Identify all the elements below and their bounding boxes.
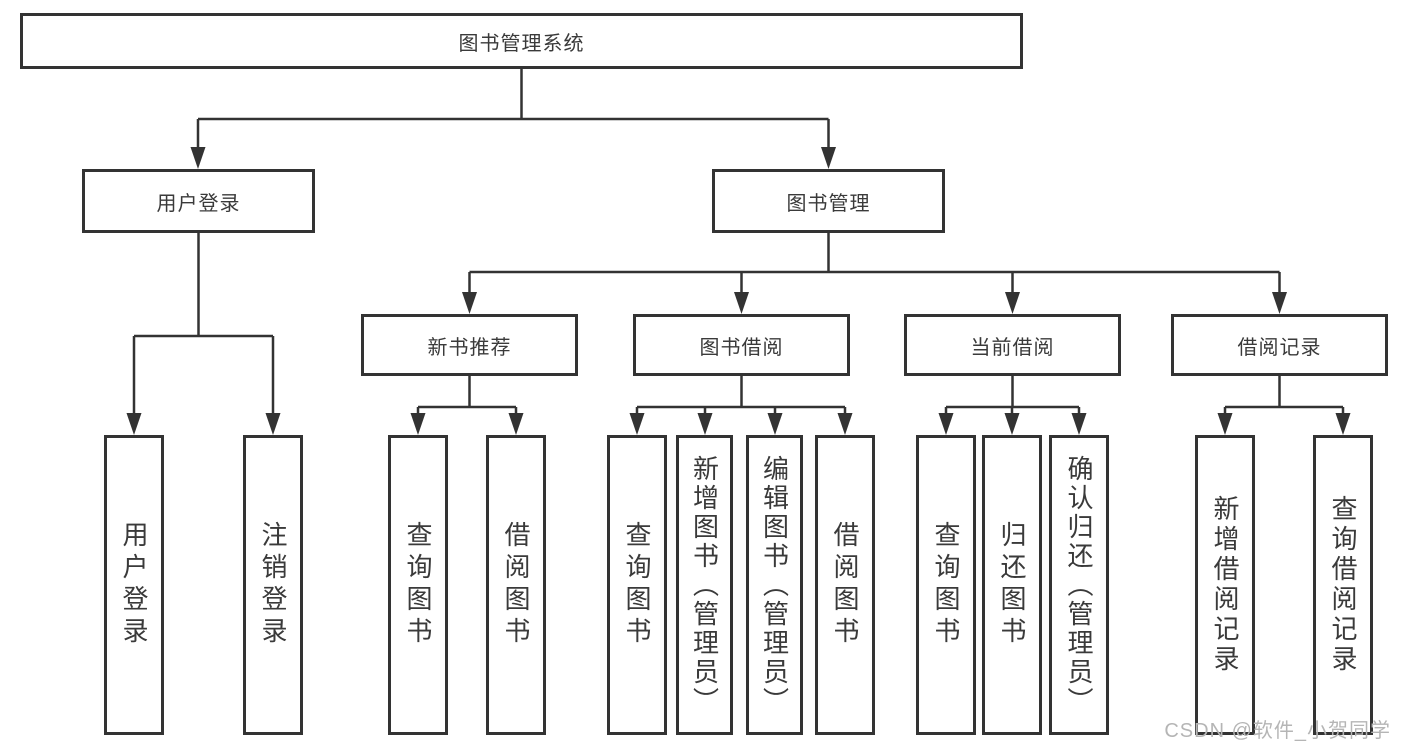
node-current-borrow: 当前借阅: [904, 314, 1121, 376]
leaf-borrow-books-borrow: 借阅图书: [815, 435, 875, 735]
leaf-query-books-recommend: 查询图书: [388, 435, 448, 735]
node-borrow-records: 借阅记录: [1171, 314, 1388, 376]
leaf-user-login: 用户登录: [104, 435, 164, 735]
leaf-borrow-books-recommend: 借阅图书: [486, 435, 546, 735]
node-new-book-recommend: 新书推荐: [361, 314, 578, 376]
node-book-borrow: 图书借阅: [633, 314, 850, 376]
leaf-logout: 注销登录: [243, 435, 303, 735]
leaf-query-books-borrow: 查询图书: [607, 435, 667, 735]
leaf-query-books-current: 查询图书: [916, 435, 976, 735]
node-root: 图书管理系统: [20, 13, 1023, 69]
node-book-management: 图书管理: [712, 169, 945, 233]
leaf-add-book-admin: 新增图书（管理员）: [676, 435, 733, 735]
watermark: CSDN @软件_小贺同学: [1164, 720, 1391, 742]
leaf-query-borrow-record: 查询借阅记录: [1313, 435, 1373, 735]
leaf-add-borrow-record: 新增借阅记录: [1195, 435, 1255, 735]
leaf-edit-book-admin: 编辑图书（管理员）: [746, 435, 803, 735]
leaf-confirm-return-admin: 确认归还（管理员）: [1049, 435, 1109, 735]
leaf-return-book: 归还图书: [982, 435, 1042, 735]
node-user-login: 用户登录: [82, 169, 315, 233]
